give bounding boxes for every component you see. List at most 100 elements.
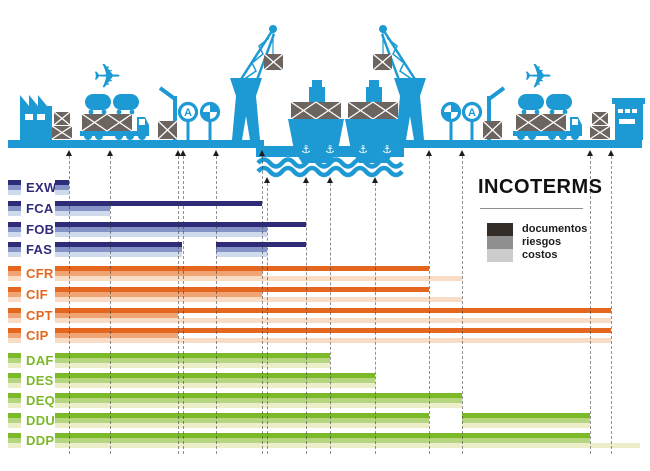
bar-CIF-risk (55, 292, 262, 297)
row-swatch-stripe (8, 353, 21, 358)
incoterm-label-DDP: DDP (26, 433, 55, 448)
svg-text:A: A (468, 107, 476, 119)
bar-DES-cost (55, 383, 375, 388)
crane-left-icon (230, 25, 284, 140)
svg-text:⚓: ⚓ (301, 143, 311, 156)
incoterm-label-FCA: FCA (26, 201, 54, 216)
row-swatch-stripe (8, 292, 21, 297)
row-swatch-stripe (8, 266, 21, 271)
row-swatch-stripe (8, 363, 21, 368)
bar-DEQ-risk (55, 398, 462, 403)
legend-swatch (487, 223, 513, 236)
ship-icon: ⚓ ⚓ (288, 80, 344, 163)
bar-DAF-cost (55, 363, 330, 368)
bar-FCA-risk (55, 206, 110, 211)
bar-CIF-cost (55, 297, 462, 302)
bar-FAS-risk (216, 247, 267, 252)
legend-label: costos (522, 249, 558, 261)
bar-CFR-cost (55, 276, 462, 281)
crane-right-icon (372, 25, 426, 140)
row-swatch-stripe (8, 211, 21, 216)
bar-DES-doc (55, 373, 375, 378)
incoterm-label-CIF: CIF (26, 287, 48, 302)
airplane-right-icon: ✈ (524, 57, 553, 97)
row-swatch-stripe (8, 185, 21, 190)
bar-DDU-risk (462, 418, 590, 423)
row-swatch-stripe (8, 252, 21, 257)
svg-text:✈: ✈ (524, 57, 553, 97)
customs-gate-right-icon (482, 86, 506, 140)
row-swatch-stripe (8, 297, 21, 302)
bar-DDP-risk (55, 438, 590, 443)
row-swatch-stripe (8, 433, 21, 438)
row-swatch-stripe (8, 418, 21, 423)
row-swatch-stripe (8, 383, 21, 388)
bar-EXW-doc (55, 180, 69, 185)
incoterm-label-DAF: DAF (26, 353, 54, 368)
row-swatch-stripe (8, 318, 21, 323)
incoterm-label-DEQ: DEQ (26, 393, 56, 408)
sign-quadrant-left-icon (199, 101, 221, 140)
legend-item-costos: costos (487, 249, 642, 262)
bar-EXW-cost (55, 190, 69, 195)
legend-title: INCOTERMS (478, 176, 603, 198)
row-swatch-stripe (8, 393, 21, 398)
bar-DDU-risk (55, 418, 429, 423)
incoterm-label-CFR: CFR (26, 266, 54, 281)
bar-DDU-doc (462, 413, 590, 418)
bar-FAS-risk (55, 247, 182, 252)
row-swatch-stripe (8, 438, 21, 443)
row-swatch-stripe (8, 232, 21, 237)
incoterm-label-FAS: FAS (26, 242, 53, 257)
row-swatch-stripe (8, 358, 21, 363)
sign-quadrant-right-icon (440, 101, 462, 140)
tank-cars-right-icon (518, 94, 572, 115)
port-scene-illustration: ✈ A (8, 25, 645, 178)
legend-swatch (487, 249, 513, 262)
destination-building-icon (612, 98, 645, 140)
incoterm-label-DES: DES (26, 373, 54, 388)
bar-CFR-risk (55, 271, 262, 276)
row-swatch-stripe (8, 378, 21, 383)
row-swatch-stripe (8, 227, 21, 232)
row-swatch-stripe (8, 206, 21, 211)
row-swatch-stripe (8, 443, 21, 448)
bar-FAS-doc (55, 242, 182, 247)
bar-DDU-doc (55, 413, 429, 418)
truck-right-icon (513, 113, 582, 140)
airplane-left-icon: ✈ (93, 57, 122, 97)
svg-text:✈: ✈ (93, 57, 122, 97)
legend-swatch (487, 236, 513, 249)
bar-CFR-doc (55, 266, 429, 271)
sign-a-right-icon: A (461, 101, 483, 140)
row-swatch-stripe (8, 247, 21, 252)
incoterm-label-CPT: CPT (26, 308, 53, 323)
bar-FAS-cost (55, 252, 182, 257)
cargo-crates-left-icon (51, 111, 73, 140)
truck-left-icon (80, 113, 149, 140)
bar-CIP-doc (55, 328, 611, 333)
incoterm-label-DDU: DDU (26, 413, 56, 428)
svg-text:⚓: ⚓ (325, 143, 335, 156)
svg-text:A: A (184, 107, 192, 119)
bar-DDP-doc (55, 433, 590, 438)
tank-cars-left-icon (85, 94, 139, 115)
bar-DES-risk (55, 378, 375, 383)
row-swatch-stripe (8, 423, 21, 428)
row-swatch-stripe (8, 398, 21, 403)
bar-DDU-cost (462, 423, 590, 428)
bar-DDP-cost (55, 443, 640, 448)
row-swatch-stripe (8, 333, 21, 338)
bar-FAS-doc (216, 242, 306, 247)
row-swatch-stripe (8, 242, 21, 247)
bar-FAS-cost (216, 252, 267, 257)
sign-a-left-icon: A (177, 101, 199, 140)
customs-gate-left-icon (157, 86, 178, 140)
row-swatch-stripe (8, 308, 21, 313)
bar-DAF-doc (55, 353, 330, 358)
row-swatch-stripe (8, 271, 21, 276)
